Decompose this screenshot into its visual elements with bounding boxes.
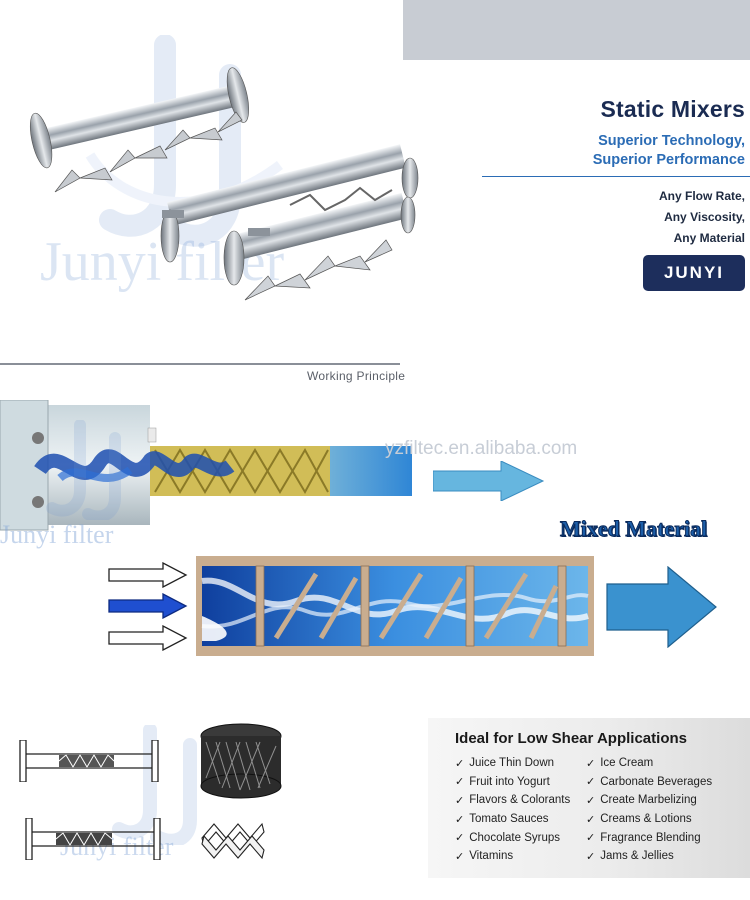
applications-title: Ideal for Low Shear Applications xyxy=(455,730,687,747)
check-icon: ✓ xyxy=(455,813,465,826)
hero-subtitle: Superior Technology, Superior Performanc… xyxy=(525,132,745,170)
list-item: ✓ Tomato Sauces xyxy=(455,810,570,829)
applications-list-left: ✓ Juice Thin Down ✓ Fruit into Yogurt ✓ Fla… xyxy=(455,754,570,866)
list-item-label: Fragrance Blending xyxy=(600,831,701,844)
list-item-label: Vitamins xyxy=(469,850,514,863)
list-item-label: Flavors & Colorants xyxy=(469,794,571,807)
list-item-label: Tomato Sauces xyxy=(469,813,549,826)
arrow-right-icon xyxy=(606,566,717,648)
feature-item: Any Material xyxy=(673,231,745,245)
mixer-cutaway-diagram xyxy=(196,556,594,656)
list-item: ✓ Vitamins xyxy=(455,847,570,866)
feature-item: Any Viscosity, xyxy=(664,210,745,224)
check-icon: ✓ xyxy=(586,776,596,789)
check-icon: ✓ xyxy=(586,832,596,845)
mixer-element-braid-image xyxy=(201,822,265,860)
arrow-right-icon xyxy=(108,562,188,588)
clear-pipe-mixing-photo xyxy=(0,400,412,531)
hero-subtitle-line1: Superior Technology, xyxy=(598,133,745,149)
check-icon: ✓ xyxy=(586,850,596,863)
list-item-label: Create Marbelizing xyxy=(600,794,697,807)
section-divider xyxy=(0,363,400,365)
check-icon: ✓ xyxy=(455,832,465,845)
check-icon: ✓ xyxy=(586,813,596,826)
list-item: ✓ Create Marbelizing xyxy=(586,791,712,810)
list-item-label: Chocolate Syrups xyxy=(469,831,560,844)
hero-subtitle-line2: Superior Performance xyxy=(592,152,745,168)
junyi-logo-watermark xyxy=(112,725,197,845)
check-icon: ✓ xyxy=(455,794,465,807)
section-watermark-text: Junyi filter xyxy=(0,520,114,549)
list-item: ✓ Ice Cream xyxy=(586,754,712,773)
list-item: ✓ Fruit into Yogurt xyxy=(455,773,570,792)
site-watermark: yzfiltec.en.alibaba.com xyxy=(385,438,578,459)
check-icon: ✓ xyxy=(455,757,465,770)
list-item-label: Creams & Lotions xyxy=(600,813,692,826)
applications-panel xyxy=(428,718,750,878)
feature-list: Any Flow Rate, Any Viscosity, Any Materi… xyxy=(545,186,745,249)
list-item: ✓ Flavors & Colorants xyxy=(455,791,570,810)
hero-title: Static Mixers xyxy=(600,96,745,122)
mixer-line-diagram-bottom xyxy=(25,818,161,860)
arrow-right-icon xyxy=(433,461,545,501)
arrow-right-icon xyxy=(108,593,188,619)
list-item-label: Carbonate Beverages xyxy=(600,775,713,788)
list-item-label: Jams & Jellies xyxy=(600,850,674,863)
check-icon: ✓ xyxy=(586,757,596,770)
mixer-element-cylinder-image xyxy=(200,723,282,799)
arrow-right-icon xyxy=(108,625,188,651)
list-item-label: Juice Thin Down xyxy=(469,757,555,770)
list-item: ✓ Fragrance Blending xyxy=(586,828,712,847)
check-icon: ✓ xyxy=(586,794,596,807)
check-icon: ✓ xyxy=(455,776,465,789)
list-item-label: Fruit into Yogurt xyxy=(469,775,550,788)
hero-divider xyxy=(482,176,750,177)
list-item: ✓ Juice Thin Down xyxy=(455,754,570,773)
list-item: ✓ Jams & Jellies xyxy=(586,847,712,866)
list-item: ✓ Carbonate Beverages xyxy=(586,773,712,792)
mixed-material-label: Mixed Material xyxy=(559,516,708,542)
list-item-label: Ice Cream xyxy=(600,757,654,770)
junyi-logo-watermark xyxy=(46,420,121,520)
static-mixer-product-image xyxy=(29,67,419,301)
brand-button[interactable]: JUNYI xyxy=(643,255,745,291)
list-item: ✓ Chocolate Syrups xyxy=(455,828,570,847)
top-grey-band xyxy=(403,0,750,60)
list-item: ✓ Creams & Lotions xyxy=(586,810,712,829)
mixer-line-diagram-top xyxy=(19,740,159,782)
check-icon: ✓ xyxy=(455,850,465,863)
applications-list-right: ✓ Ice Cream ✓ Carbonate Beverages ✓ Create … xyxy=(586,754,712,866)
feature-item: Any Flow Rate, xyxy=(658,189,745,203)
working-principle-label: Working Principle xyxy=(307,369,406,383)
